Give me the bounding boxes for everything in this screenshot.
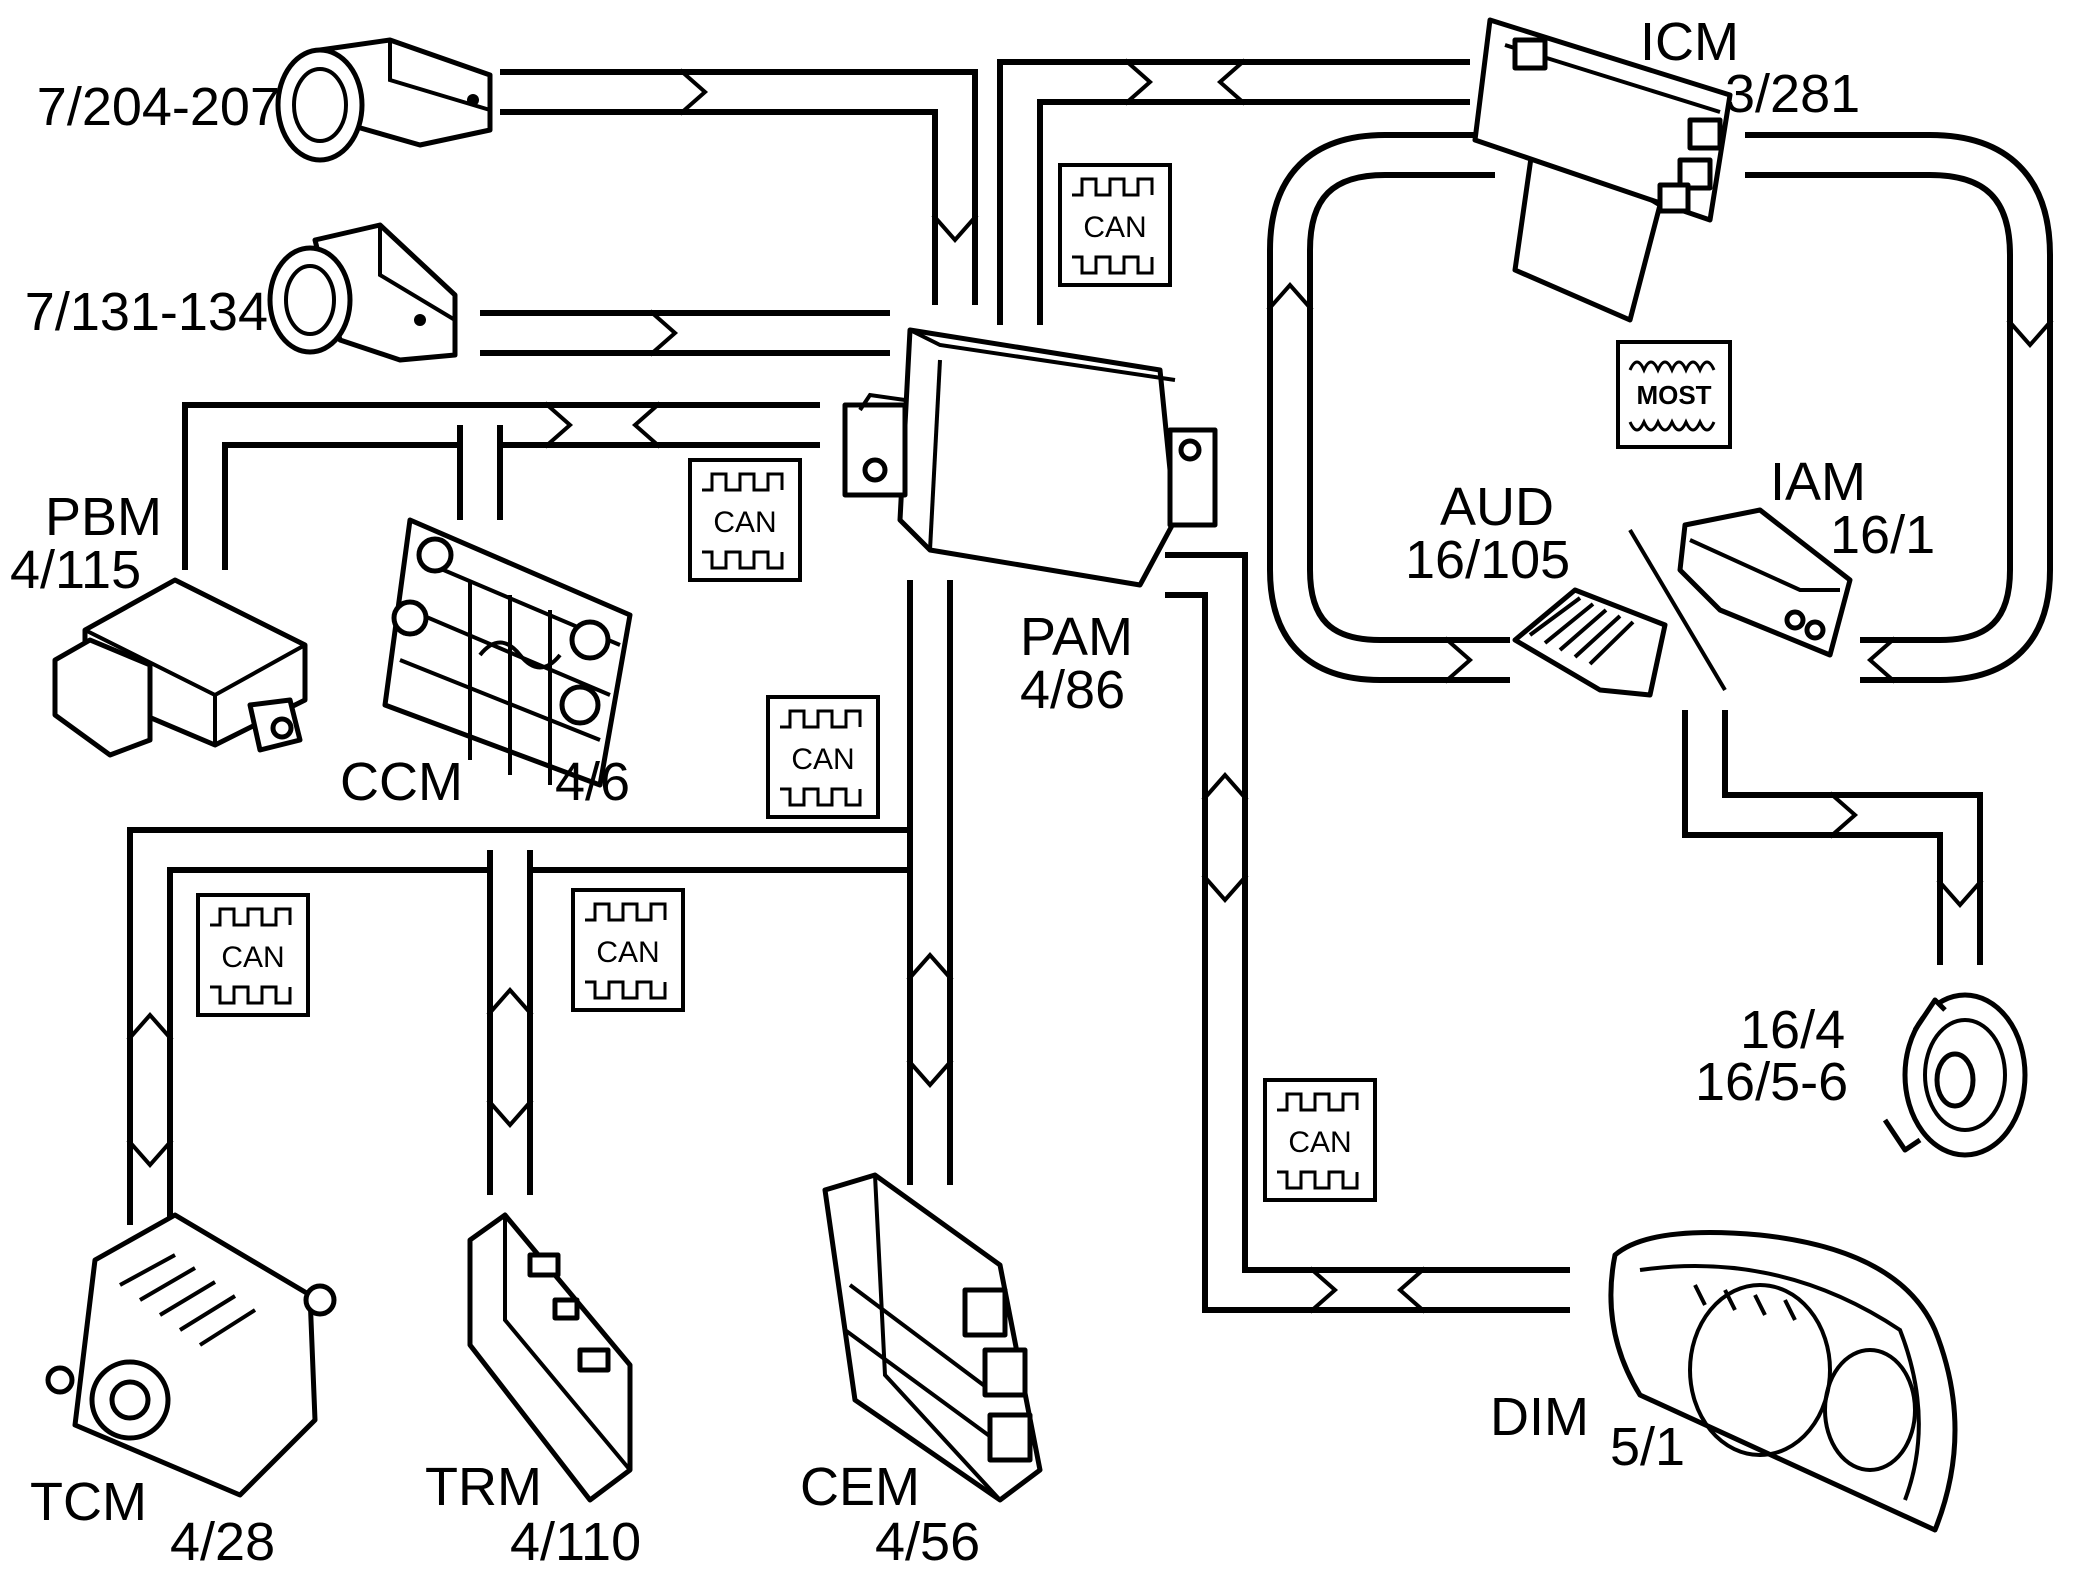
icm-ref: 3/281 bbox=[1725, 64, 1860, 124]
dim-module[interactable] bbox=[1608, 1230, 1958, 1533]
iam-name: IAM bbox=[1770, 452, 1866, 512]
pbm-ref: 4/115 bbox=[10, 540, 141, 600]
front-sensor-ref: 7/131-134 bbox=[25, 282, 268, 342]
most-badge: MOST bbox=[1616, 340, 1732, 449]
labels: PAM 4/86 ICM 3/281 AUD 16/105 IAM 16/1 1… bbox=[10, 12, 1935, 1572]
tcm-module[interactable] bbox=[45, 1212, 337, 1498]
pipe-can-tree bbox=[127, 580, 953, 1225]
pam-name: PAM bbox=[1020, 607, 1133, 667]
trm-name: TRM bbox=[425, 1457, 542, 1517]
rear-sensor-ref: 7/204-207 bbox=[37, 77, 280, 137]
aud-module[interactable] bbox=[1512, 528, 1727, 698]
cem-module[interactable] bbox=[822, 1172, 1043, 1503]
can-badge: CAN bbox=[196, 893, 310, 1017]
trm-module[interactable] bbox=[467, 1212, 633, 1503]
can-badge-label: CAN bbox=[1288, 1126, 1351, 1159]
iam-ref: 16/1 bbox=[1830, 505, 1935, 565]
pam-ref: 4/86 bbox=[1020, 660, 1125, 720]
dim-ref: 5/1 bbox=[1610, 1417, 1685, 1477]
most-badge-label: MOST bbox=[1636, 380, 1711, 410]
can-badge: CAN bbox=[1058, 163, 1172, 287]
iam-module[interactable] bbox=[1677, 507, 1853, 658]
pipe-speakers bbox=[1682, 710, 1983, 965]
icm-module[interactable] bbox=[1472, 17, 1733, 323]
can-badge: CAN bbox=[571, 888, 685, 1012]
can-badge-label: CAN bbox=[221, 941, 284, 974]
icm-name: ICM bbox=[1640, 12, 1739, 72]
aud-name: AUD bbox=[1440, 477, 1554, 537]
tcm-ref: 4/28 bbox=[170, 1512, 275, 1572]
pbm-module[interactable] bbox=[52, 577, 308, 758]
ccm-name: CCM bbox=[340, 752, 463, 812]
pipe-icm bbox=[997, 59, 1470, 325]
front-sensor[interactable] bbox=[267, 222, 458, 363]
can-badge: CAN bbox=[1263, 1078, 1377, 1202]
can-badge: CAN bbox=[688, 458, 802, 582]
signal-chevrons bbox=[126, 58, 2054, 1314]
cem-name: CEM bbox=[800, 1457, 920, 1517]
can-badge-label: CAN bbox=[1083, 211, 1146, 244]
trm-ref: 4/110 bbox=[510, 1512, 641, 1572]
can-badge: CAN bbox=[766, 695, 880, 819]
can-badge-label: CAN bbox=[596, 936, 659, 969]
speaker[interactable] bbox=[1882, 992, 2028, 1158]
aud-ref: 16/105 bbox=[1405, 530, 1570, 590]
pipe-pbm-ccm bbox=[182, 402, 820, 570]
pipe-most-ring bbox=[1267, 132, 2053, 683]
rear-sensor[interactable] bbox=[275, 37, 493, 163]
pipe-rear-sensors bbox=[500, 69, 978, 305]
tcm-name: TCM bbox=[30, 1472, 147, 1532]
speaker-ref-2: 16/5-6 bbox=[1695, 1052, 1848, 1112]
can-badge-label: CAN bbox=[791, 743, 854, 776]
cem-ref: 4/56 bbox=[875, 1512, 980, 1572]
speaker-ref-1: 16/4 bbox=[1740, 1000, 1845, 1060]
ccm-module[interactable] bbox=[382, 517, 633, 788]
can-badge-label: CAN bbox=[713, 506, 776, 539]
dim-name: DIM bbox=[1490, 1387, 1589, 1447]
ccm-ref: 4/6 bbox=[555, 752, 630, 812]
pbm-name: PBM bbox=[45, 487, 162, 547]
pam-module[interactable] bbox=[842, 327, 1218, 588]
bus-badges: CAN CAN CAN CAN CAN bbox=[196, 163, 1732, 1202]
